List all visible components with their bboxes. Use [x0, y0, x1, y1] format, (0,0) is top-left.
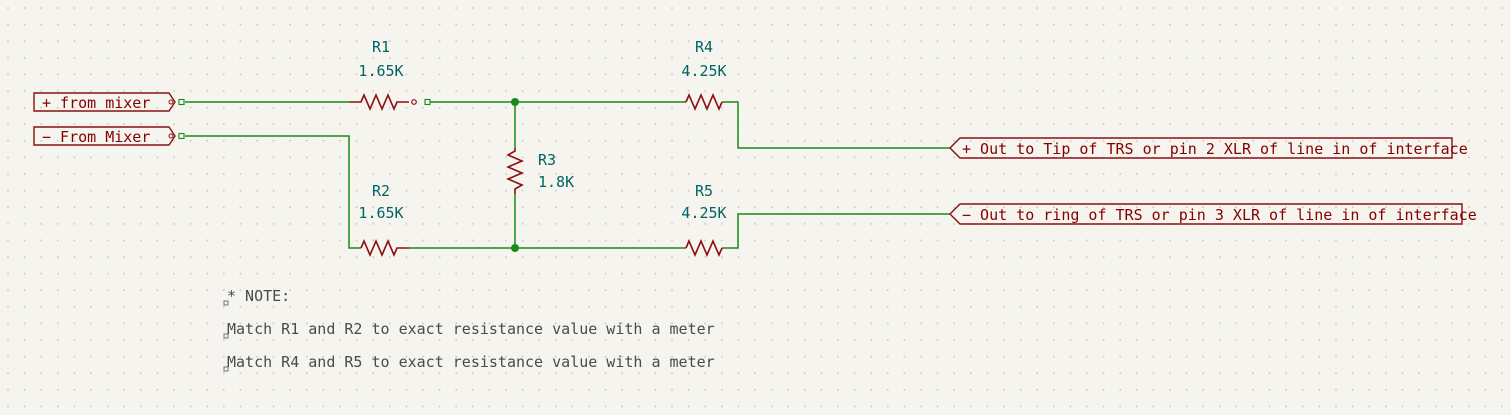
port-in-minus-label: − From Mixer: [42, 128, 150, 146]
port-out-minus[interactable]: − Out to ring of TRS or pin 3 XLR of lin…: [949, 203, 1477, 225]
wire-out-plus[interactable]: [722, 101, 950, 149]
r1-pin-marker: [411, 99, 417, 105]
port-out-plus-label: + Out to Tip of TRS or pin 2 XLR of line…: [962, 140, 1468, 158]
port-in-plus-label: + from mixer: [42, 94, 150, 112]
junction-bottom: [511, 244, 519, 252]
r4-ref-label: R4: [695, 38, 713, 56]
r2-ref-label: R2: [372, 182, 390, 200]
r4-value-label: 4.25K: [681, 62, 726, 80]
junction-top: [511, 98, 519, 106]
r1-value-label: 1.65K: [358, 62, 403, 80]
port-in-minus[interactable]: − From Mixer: [33, 126, 185, 146]
r2-value-label: 1.65K: [358, 204, 403, 222]
resistor-r3-symbol[interactable]: [505, 148, 525, 194]
wire-out-minus[interactable]: [722, 213, 950, 249]
r3-value-label: 1.8K: [538, 173, 574, 191]
resistor-r5-symbol[interactable]: [685, 238, 723, 258]
note-heading: * NOTE:: [227, 287, 290, 305]
note-anchor-marker: [223, 300, 229, 306]
r1-wire-end-marker: [424, 98, 431, 106]
r3-ref-label: R3: [538, 151, 556, 169]
port-out-plus[interactable]: + Out to Tip of TRS or pin 2 XLR of line…: [949, 137, 1468, 159]
r5-ref-label: R5: [695, 182, 713, 200]
note-anchor-marker: [223, 366, 229, 372]
resistor-r1-symbol[interactable]: [349, 92, 409, 112]
resistor-r2-symbol[interactable]: [360, 238, 409, 258]
r5-value-label: 4.25K: [681, 204, 726, 222]
r1-ref-label: R1: [372, 38, 390, 56]
resistor-r4-symbol[interactable]: [685, 92, 723, 112]
note-line-1: Match R1 and R2 to exact resistance valu…: [227, 320, 715, 338]
port-in-plus[interactable]: + from mixer: [33, 92, 185, 112]
port-out-minus-label: − Out to ring of TRS or pin 3 XLR of lin…: [962, 206, 1477, 224]
notes-block: * NOTE: Match R1 and R2 to exact resista…: [223, 287, 715, 372]
note-line-2: Match R4 and R5 to exact resistance valu…: [227, 353, 715, 371]
note-anchor-marker: [223, 333, 229, 339]
wire-in-minus[interactable]: [185, 135, 361, 249]
wires: [185, 101, 950, 249]
